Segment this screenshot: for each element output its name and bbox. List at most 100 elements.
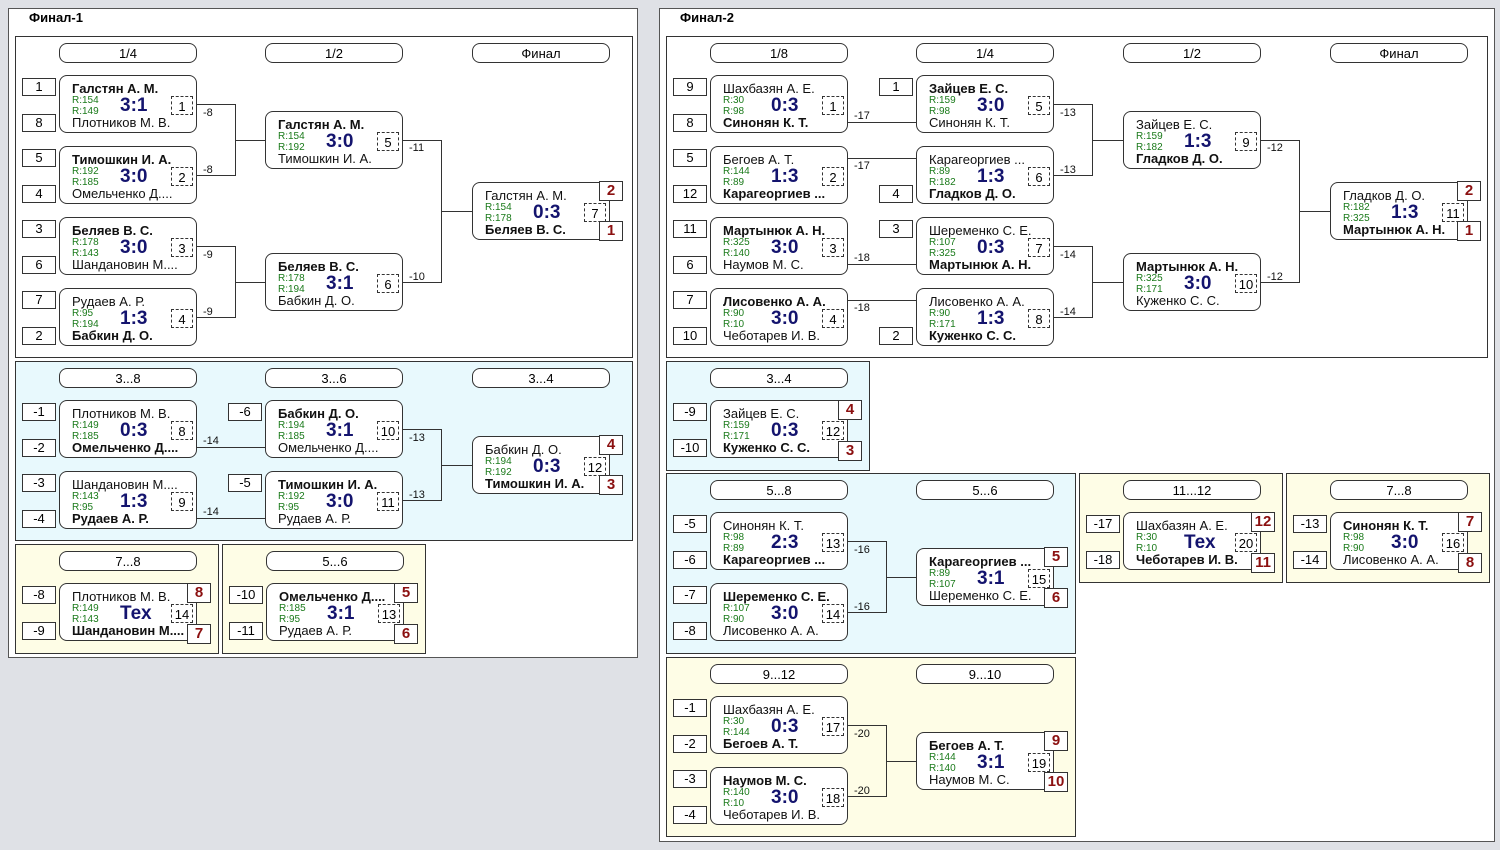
match-card[interactable]: Беляев В. С. R:178 R:143 3:0 3 Шанданови… xyxy=(59,217,197,275)
match-card[interactable]: Плотников М. В. R:149 R:143 Тех 14 Шанда… xyxy=(59,583,197,641)
match-card[interactable]: Галстян А. М. R:154 R:192 3:0 5 Тимошкин… xyxy=(265,111,403,169)
seed-box: -10 xyxy=(229,586,263,604)
player1-name: Зайцев Е. С. xyxy=(1136,118,1213,132)
match-card[interactable]: Бабкин Д. О. R:194 R:185 3:1 10 Омельчен… xyxy=(265,400,403,458)
place-badge: 1 xyxy=(599,221,623,241)
player2-name: Карагеоргиев ... xyxy=(723,553,826,567)
match-card[interactable]: Мартынюк А. Н. R:325 R:171 3:0 10 Куженк… xyxy=(1123,253,1261,311)
loser-label: -18 xyxy=(854,252,870,264)
player2-name: Куженко С. С. xyxy=(1136,294,1220,308)
match-number: 9 xyxy=(1235,132,1257,151)
match-card[interactable]: Бабкин Д. О. R:194 R:192 0:3 12 Тимошкин… xyxy=(472,436,610,494)
final2-places-11-12: 11...12 -17 -18 Шахбазян А. Е. R:30 R:10… xyxy=(1079,473,1283,583)
match-card[interactable]: Тимошкин И. А. R:192 R:95 3:0 11 Рудаев … xyxy=(265,471,403,529)
match-card[interactable]: Галстян А. М. R:154 R:178 0:3 7 Беляев В… xyxy=(472,182,610,240)
round-header: 1/4 xyxy=(916,43,1054,63)
match-number: 14 xyxy=(171,604,193,623)
bracket-line xyxy=(848,541,886,542)
match-card[interactable]: Гладков Д. О. R:182 R:325 1:3 11 Мартыню… xyxy=(1330,182,1468,240)
match-number: 20 xyxy=(1235,533,1257,552)
place-badge: 3 xyxy=(599,475,623,495)
player1-rating: R:90 xyxy=(929,308,951,319)
match-card[interactable]: Карагеоргиев ... R:89 R:107 3:1 15 Шерем… xyxy=(916,548,1054,606)
match-card[interactable]: Зайцев Е. С. R:159 R:171 0:3 12 Куженко … xyxy=(710,400,848,458)
bracket-line xyxy=(1261,282,1299,283)
match-score: 0:3 xyxy=(977,237,1005,258)
match-score: 0:3 xyxy=(771,95,799,116)
match-score: 1:3 xyxy=(977,166,1005,187)
place-badge: 8 xyxy=(187,583,211,603)
player1-rating: R:178 xyxy=(72,237,99,248)
match-card[interactable]: Синонян К. Т. R:98 R:89 2:3 13 Карагеорг… xyxy=(710,512,848,570)
player1-rating: R:95 xyxy=(72,308,94,319)
match-card[interactable]: Карагеоргиев ... R:89 R:182 1:3 6 Гладко… xyxy=(916,146,1054,204)
player1-rating: R:30 xyxy=(723,716,745,727)
player2-rating: R:171 xyxy=(723,431,750,442)
loser-label: -9 xyxy=(203,306,213,318)
player2-rating: R:10 xyxy=(1136,543,1158,554)
match-card[interactable]: Шандановин М.... R:143 R:95 1:3 9 Рудаев… xyxy=(59,471,197,529)
player2-rating: R:10 xyxy=(723,798,745,809)
player1-name: Бегоев А. Т. xyxy=(929,739,1005,753)
loser-label: -20 xyxy=(854,785,870,797)
match-number: 11 xyxy=(377,492,399,511)
match-number: 3 xyxy=(171,238,193,257)
match-card[interactable]: Рудаев А. Р. R:95 R:194 1:3 4 Бабкин Д. … xyxy=(59,288,197,346)
match-card[interactable]: Шахбазян А. Е. R:30 R:98 0:3 1 Синонян К… xyxy=(710,75,848,133)
player1-rating: R:98 xyxy=(1343,532,1365,543)
seed-box: -2 xyxy=(22,439,56,457)
place-badge: 3 xyxy=(838,441,862,461)
match-card[interactable]: Беляев В. С. R:178 R:194 3:1 6 Бабкин Д.… xyxy=(265,253,403,311)
match-card[interactable]: Наумов М. С. R:140 R:10 3:0 18 Чеботарев… xyxy=(710,767,848,825)
bracket-line xyxy=(848,122,916,123)
player1-rating: R:149 xyxy=(72,420,99,431)
player2-rating: R:95 xyxy=(72,502,94,513)
final1-places-7-8: 7...8 -8 -9 Плотников М. В. R:149 R:143 … xyxy=(15,544,219,654)
match-card[interactable]: Шеременко С. Е. R:107 R:90 3:0 14 Лисове… xyxy=(710,583,848,641)
loser-label: -16 xyxy=(854,601,870,613)
place-badge: 4 xyxy=(599,435,623,455)
match-card[interactable]: Шеременко С. Е. R:107 R:325 0:3 7 Мартын… xyxy=(916,217,1054,275)
player2-name: Омельченко Д.... xyxy=(278,441,379,455)
match-card[interactable]: Бегоев А. Т. R:144 R:140 3:1 19 Наумов М… xyxy=(916,732,1054,790)
seed-box: 8 xyxy=(22,114,56,132)
seed-box: 5 xyxy=(22,149,56,167)
match-card[interactable]: Зайцев Е. С. R:159 R:182 1:3 9 Гладков Д… xyxy=(1123,111,1261,169)
player2-rating: R:178 xyxy=(485,213,512,224)
match-score: 3:0 xyxy=(977,95,1005,116)
match-card[interactable]: Галстян А. М. R:154 R:149 3:1 1 Плотнико… xyxy=(59,75,197,133)
player1-name: Плотников М. В. xyxy=(72,407,171,421)
player1-rating: R:178 xyxy=(278,273,305,284)
match-number: 14 xyxy=(822,604,844,623)
loser-label: -16 xyxy=(854,544,870,556)
match-number: 1 xyxy=(822,96,844,115)
match-number: 7 xyxy=(1028,238,1050,257)
match-card[interactable]: Шахбазян А. Е. R:30 R:144 0:3 17 Бегоев … xyxy=(710,696,848,754)
match-card[interactable]: Тимошкин И. А. R:192 R:185 3:0 2 Омельче… xyxy=(59,146,197,204)
match-card[interactable]: Бегоев А. Т. R:144 R:89 1:3 2 Карагеорги… xyxy=(710,146,848,204)
match-card[interactable]: Плотников М. В. R:149 R:185 0:3 8 Омельч… xyxy=(59,400,197,458)
player2-rating: R:182 xyxy=(929,177,956,188)
match-score: 3:1 xyxy=(326,420,354,441)
bracket-line xyxy=(403,140,441,141)
player2-name: Наумов М. С. xyxy=(929,773,1010,787)
player2-rating: R:89 xyxy=(723,177,745,188)
loser-label: -14 xyxy=(1060,306,1076,318)
match-card[interactable]: Шахбазян А. Е. R:30 R:10 Тех 20 Чеботаре… xyxy=(1123,512,1261,570)
match-score: 3:0 xyxy=(771,308,799,329)
match-card[interactable]: Лисовенко А. А. R:90 R:10 3:0 4 Чеботаре… xyxy=(710,288,848,346)
match-card[interactable]: Зайцев Е. С. R:159 R:98 3:0 5 Синонян К.… xyxy=(916,75,1054,133)
round-header: 3...4 xyxy=(710,368,848,388)
player2-name: Лисовенко А. А. xyxy=(723,624,819,638)
seed-box: -5 xyxy=(228,474,262,492)
player2-rating: R:98 xyxy=(723,106,745,117)
match-card[interactable]: Омельченко Д.... R:185 R:95 3:1 13 Рудае… xyxy=(266,583,404,641)
round-header: 11...12 xyxy=(1123,480,1261,500)
player2-rating: R:171 xyxy=(1136,284,1163,295)
match-card[interactable]: Лисовенко А. А. R:90 R:171 1:3 8 Куженко… xyxy=(916,288,1054,346)
player2-rating: R:90 xyxy=(723,614,745,625)
match-card[interactable]: Синонян К. Т. R:98 R:90 3:0 16 Лисовенко… xyxy=(1330,512,1468,570)
round-header: 3...4 xyxy=(472,368,610,388)
match-card[interactable]: Мартынюк А. Н. R:325 R:140 3:0 3 Наумов … xyxy=(710,217,848,275)
final2-places-3-4: 3...4 -9 -10 Зайцев Е. С. R:159 R:171 0:… xyxy=(666,361,870,471)
